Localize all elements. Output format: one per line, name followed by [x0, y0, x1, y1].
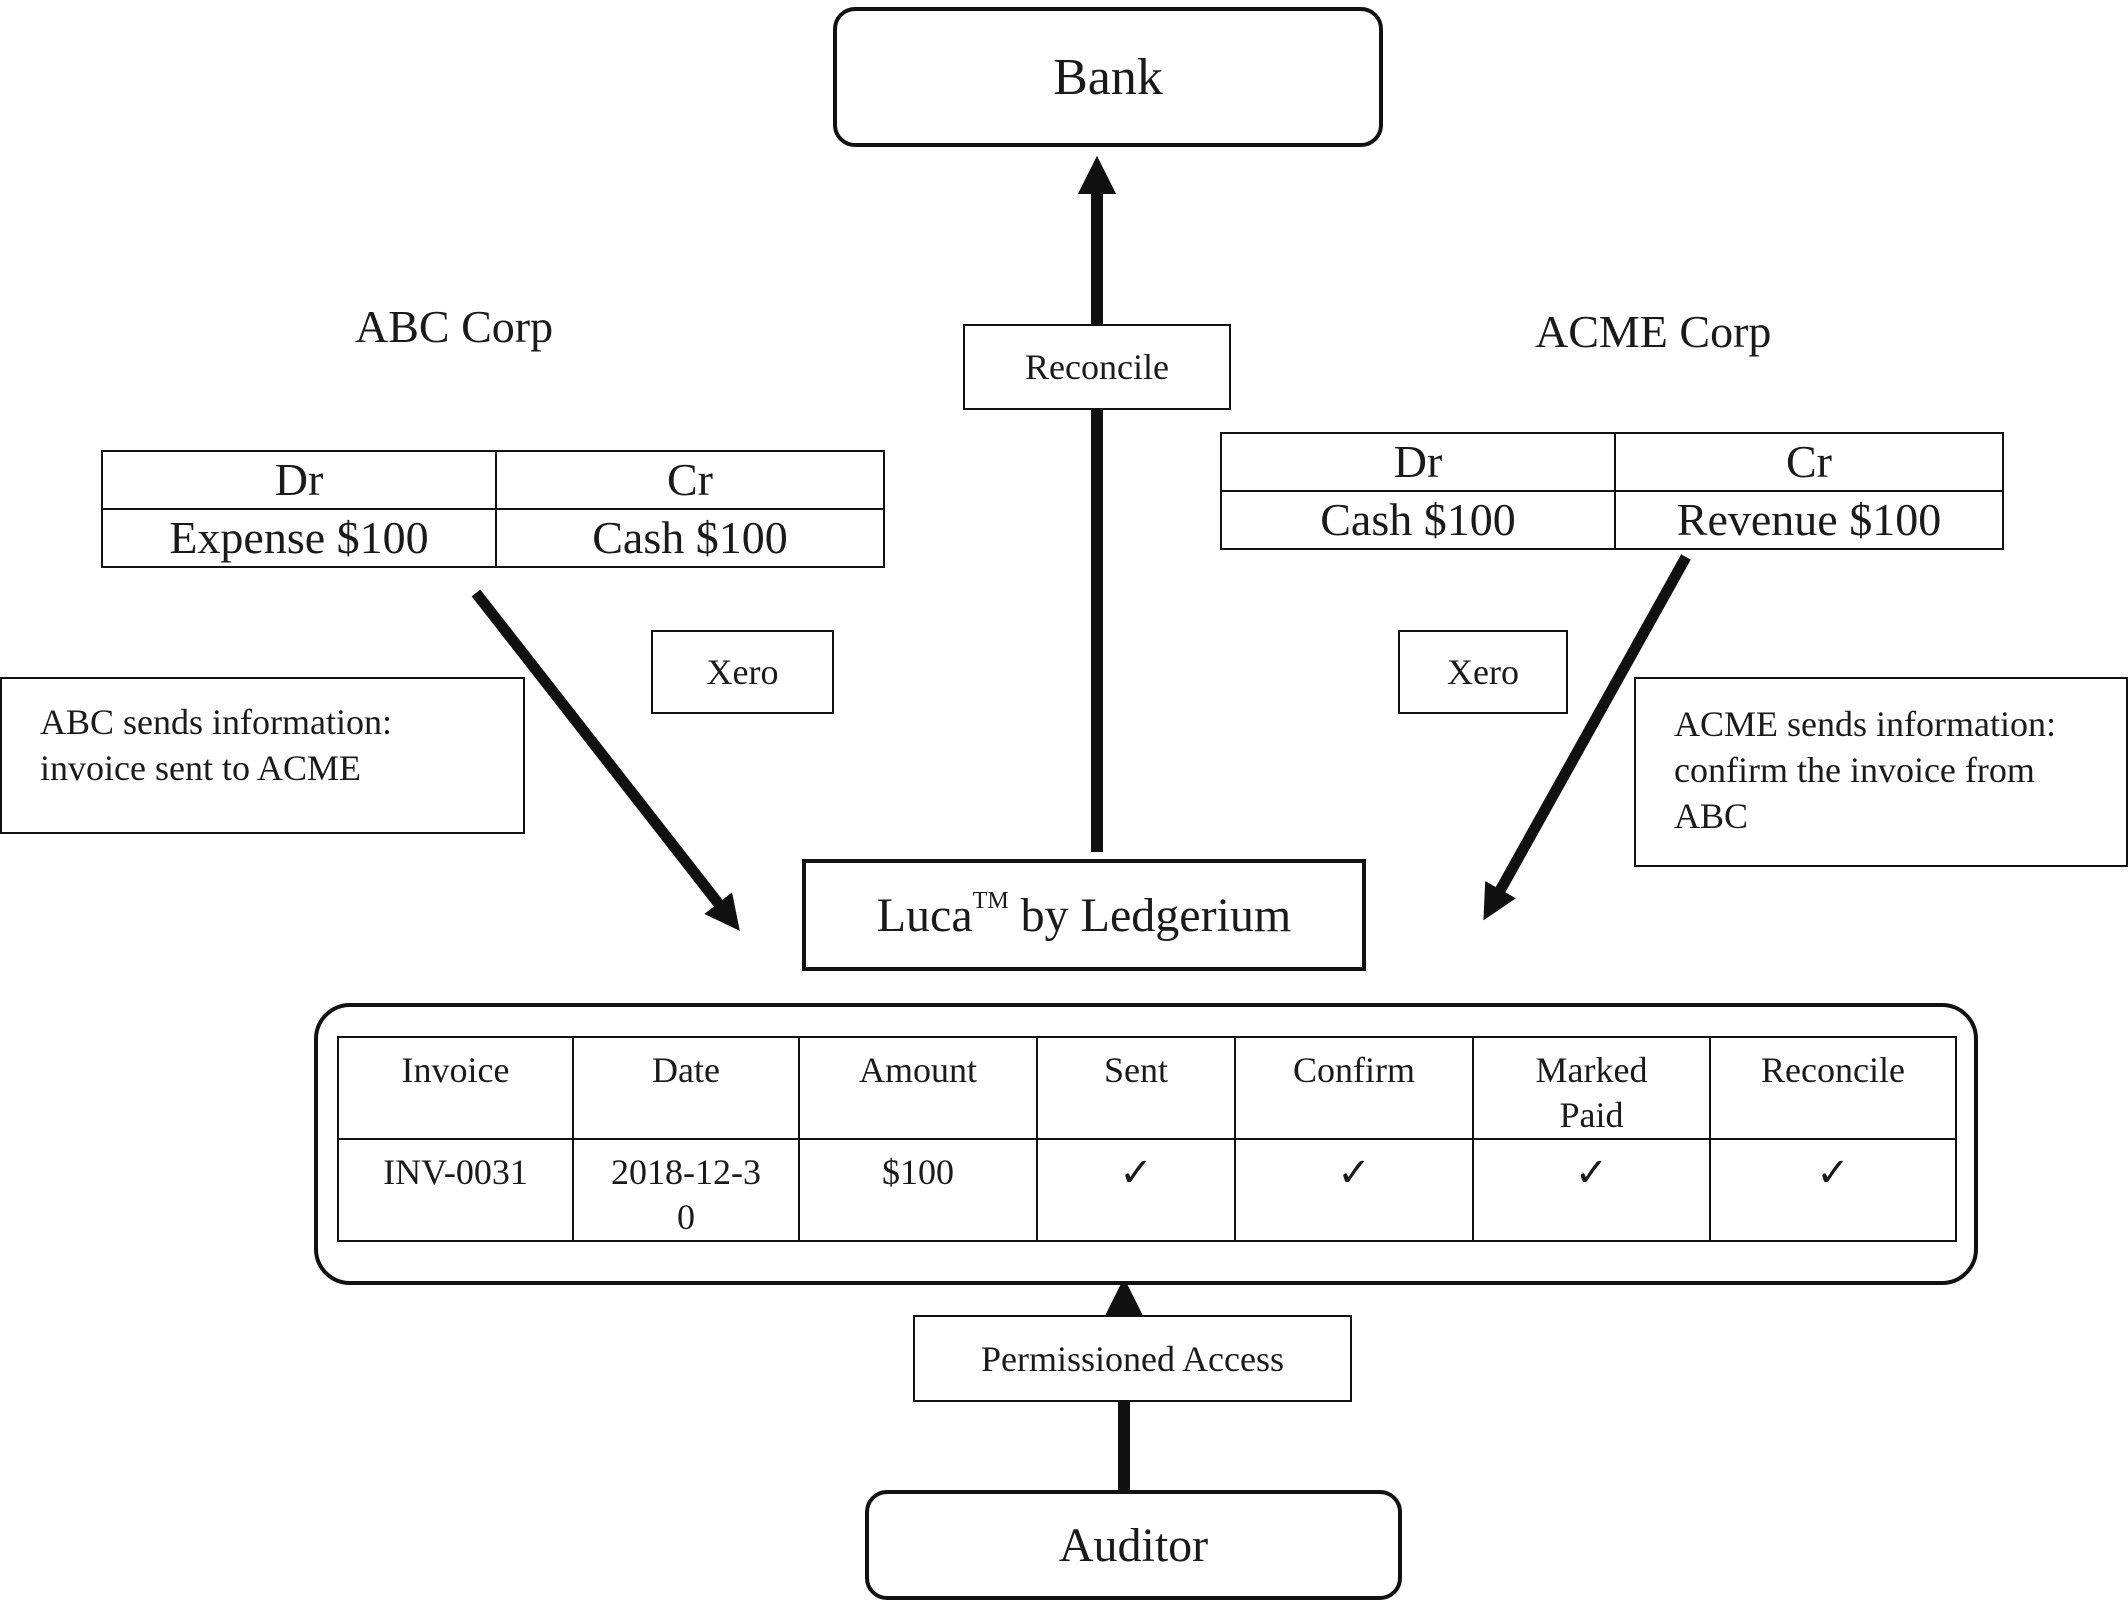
invoice-header-row: Invoice Date Amount Sent Confirm Marked …: [337, 1036, 1957, 1140]
acme-ledger-header-row: Dr Cr: [1220, 432, 2004, 492]
col-marked-paid: Marked Paid: [1472, 1036, 1711, 1140]
col-invoice: Invoice: [337, 1036, 574, 1140]
cell-date: 2018-12-30: [572, 1138, 800, 1242]
cell-amount: $100: [798, 1138, 1038, 1242]
acme-corp-title: ACME Corp: [1535, 306, 1772, 357]
abc-ledger-row: Expense $100 Cash $100: [101, 508, 885, 568]
arrow-acme-to-luca: [1483, 554, 1691, 921]
abc-ledger-table: Dr Cr Expense $100 Cash $100: [101, 450, 885, 568]
col-date: Date: [572, 1036, 800, 1140]
auditor-label: Auditor: [1058, 1518, 1209, 1572]
abc-ledger-credit-value: Cash $100: [495, 508, 885, 568]
abc-ledger-cr: Cr: [495, 450, 885, 510]
abc-ledger-debit-value: Expense $100: [101, 508, 497, 568]
luca-name: Luca: [876, 888, 973, 942]
col-confirm: Confirm: [1234, 1036, 1474, 1140]
acme-note-text: ACME sends information: confirm the invo…: [1674, 704, 2056, 836]
arrow-abc-to-luca: [471, 589, 740, 931]
abc-ledger-dr: Dr: [101, 450, 497, 510]
acme-ledger-dr: Dr: [1220, 432, 1616, 492]
xero-right-box: Xero: [1398, 630, 1568, 714]
abc-note-text: ABC sends information: invoice sent to A…: [40, 702, 392, 788]
permissioned-access-box: Permissioned Access: [913, 1315, 1352, 1402]
acme-ledger-table: Dr Cr Cash $100 Revenue $100: [1220, 432, 2004, 550]
luca-node: LucaTM by Ledgerium: [802, 859, 1366, 971]
reconcile-label: Reconcile: [1025, 347, 1169, 387]
invoice-row: INV-0031 2018-12-30 $100 ✓ ✓ ✓ ✓: [337, 1138, 1957, 1242]
cell-sent-check: ✓: [1036, 1138, 1236, 1242]
acme-ledger-cr: Cr: [1614, 432, 2004, 492]
bank-label: Bank: [1053, 48, 1163, 106]
cell-confirm-check: ✓: [1234, 1138, 1474, 1242]
luca-title: LucaTM by Ledgerium: [877, 888, 1292, 943]
acme-ledger-credit-value: Revenue $100: [1614, 490, 2004, 550]
acme-ledger-debit-value: Cash $100: [1220, 490, 1616, 550]
auditor-node: Auditor: [865, 1490, 1402, 1600]
abc-corp-title: ABC Corp: [355, 301, 554, 352]
col-sent: Sent: [1036, 1036, 1236, 1140]
permissioned-access-label: Permissioned Access: [981, 1338, 1284, 1379]
abc-note-box: ABC sends information: invoice sent to A…: [0, 677, 525, 834]
acme-ledger-row: Cash $100 Revenue $100: [1220, 490, 2004, 550]
trademark-mark: TM: [972, 887, 1009, 914]
acme-note-box: ACME sends information: confirm the invo…: [1634, 677, 2128, 867]
xero-left-box: Xero: [651, 630, 834, 714]
col-amount: Amount: [798, 1036, 1038, 1140]
xero-left-label: Xero: [706, 652, 779, 692]
col-reconcile: Reconcile: [1709, 1036, 1957, 1140]
abc-ledger-header-row: Dr Cr: [101, 450, 885, 510]
cell-reconcile-check: ✓: [1709, 1138, 1957, 1242]
xero-right-label: Xero: [1447, 652, 1519, 692]
cell-marked-paid-check: ✓: [1472, 1138, 1711, 1242]
reconcile-box: Reconcile: [963, 324, 1231, 410]
bank-node: Bank: [833, 7, 1383, 147]
luca-suffix: by Ledgerium: [1008, 888, 1292, 942]
invoice-table: Invoice Date Amount Sent Confirm Marked …: [337, 1036, 1957, 1242]
cell-invoice: INV-0031: [337, 1138, 574, 1242]
